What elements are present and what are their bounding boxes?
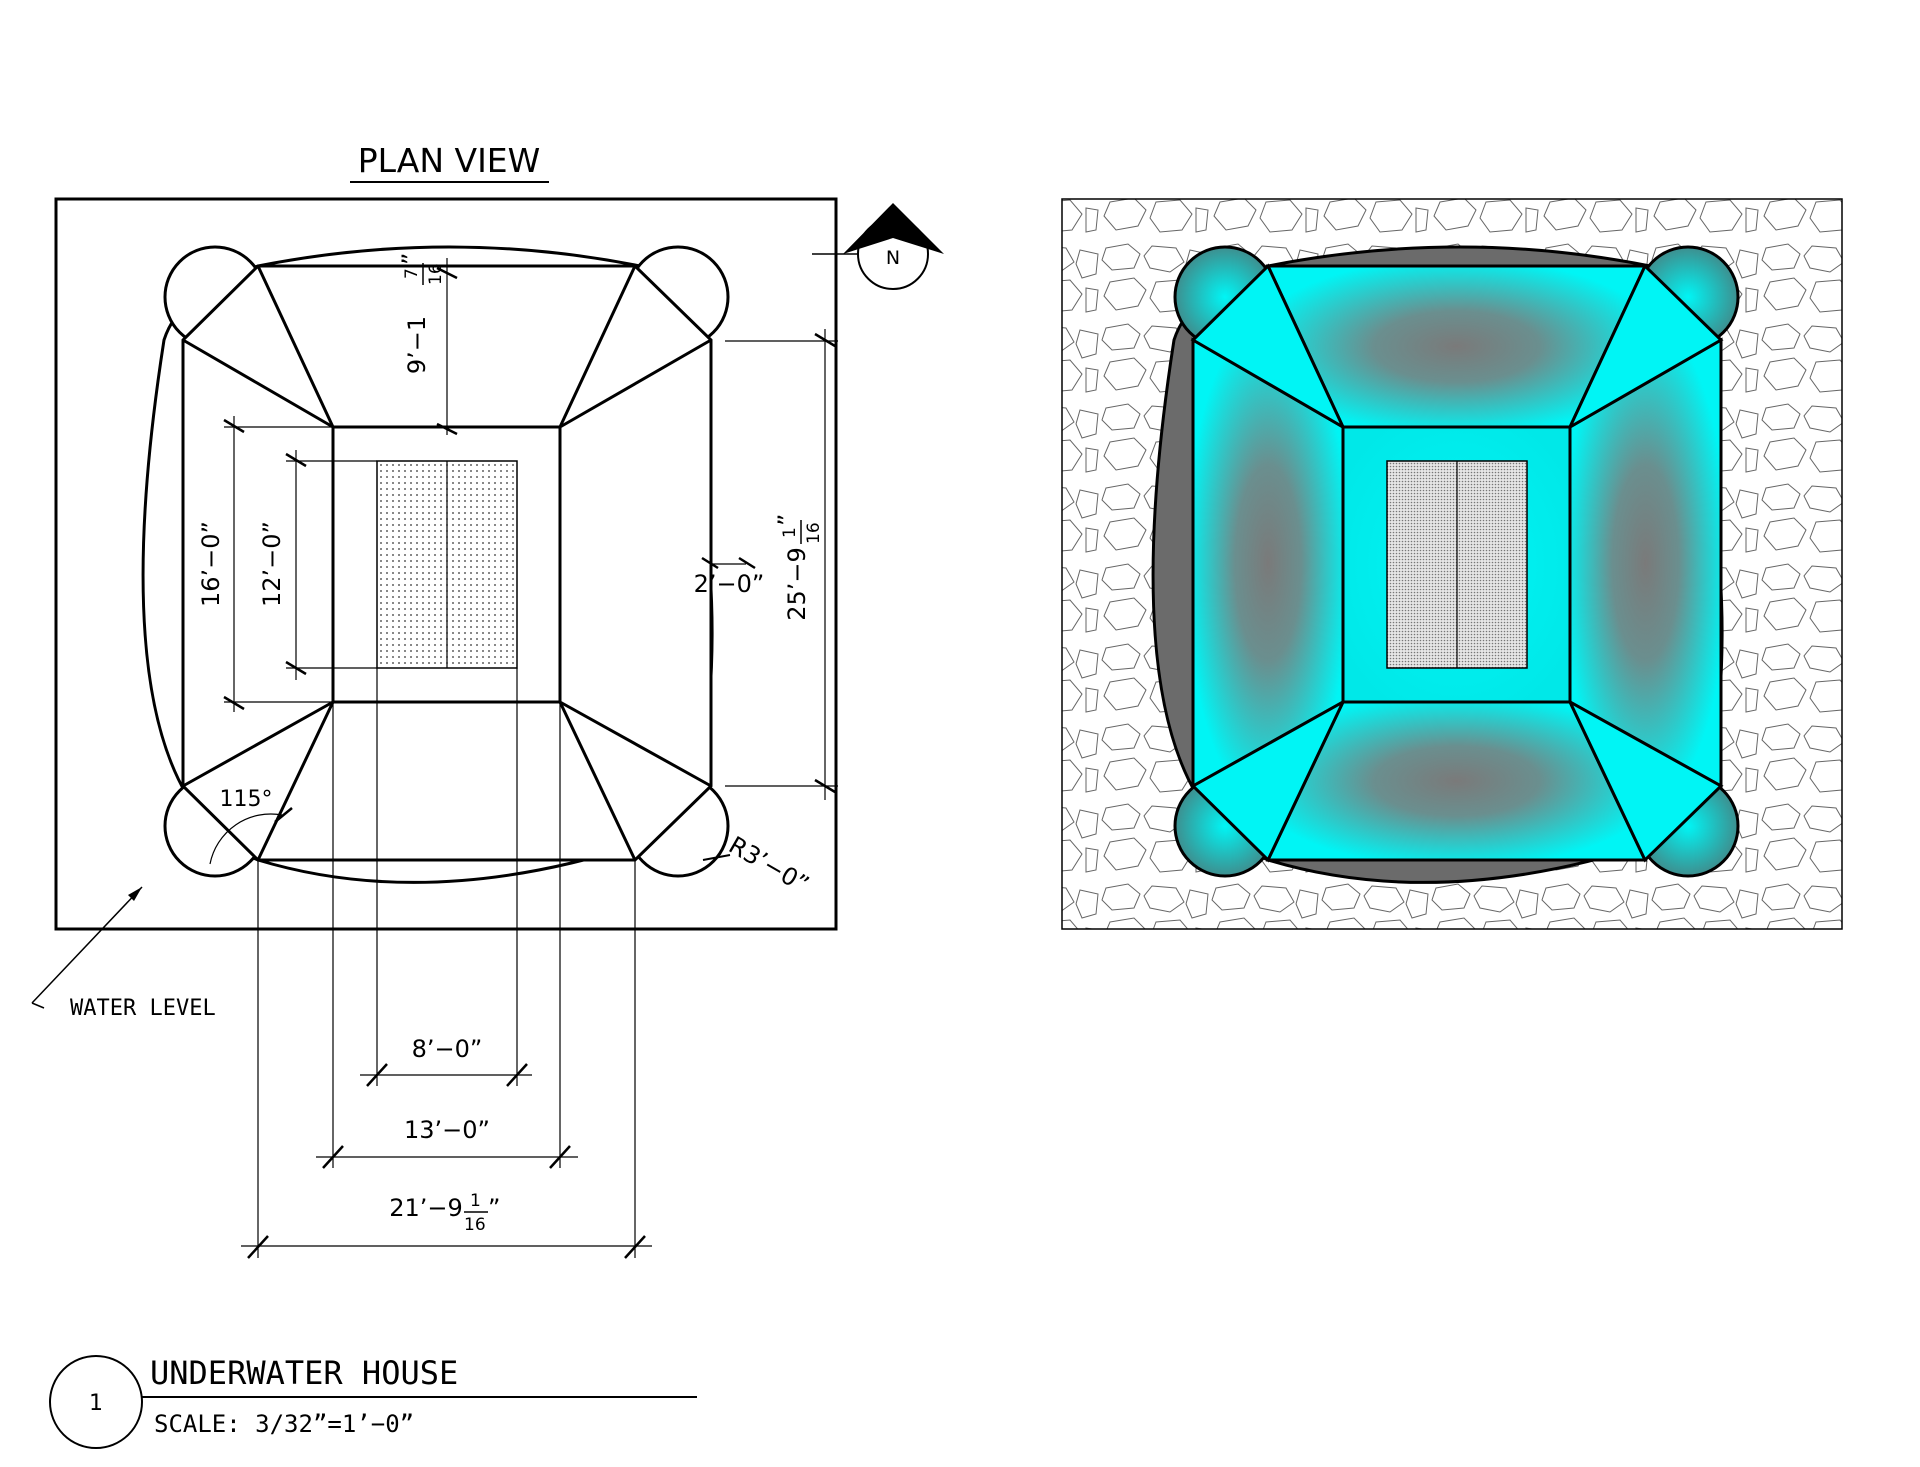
panel-line-se [558,701,637,861]
north-arrowhead [843,203,944,254]
plan-view: PLAN VIEW N [31,141,944,1259]
dim-bottom-outer: 21’−9 1 16 ” [389,1191,500,1235]
dim-bottom-mid: 13’−0” [404,1116,490,1144]
render-panel-ne [1566,263,1724,431]
rendered-plan [1061,198,1843,930]
panel-line-ne [558,265,637,428]
render-panel-se [1566,698,1724,863]
dome-outline [141,245,714,884]
plan-title: PLAN VIEW [358,141,541,180]
dim-left-outer: 16’−0” [197,521,225,607]
panel-line-w1 [182,338,334,429]
svg-text:16: 16 [426,263,446,285]
detail-bubble [49,1355,143,1449]
svg-text:21’−9: 21’−9 [389,1194,463,1222]
north-label: N [886,247,900,269]
drawing-scale: SCALE: 3/32”=1’−0” [154,1410,414,1438]
water-level-callout: WATER LEVEL [31,886,216,1021]
north-arrow: N [812,203,944,290]
panel-line-e2 [559,700,712,788]
detail-number: 1 [89,1391,103,1416]
dim-bottom-inner: 8’−0” [412,1035,483,1063]
dim-top-depth: 9’−1 7 16 ” [397,253,446,375]
drawing-name: UNDERWATER HOUSE [150,1354,458,1392]
dim-left-inner: 12’−0” [258,521,286,607]
dim-radius: R3’−0” [724,831,814,899]
render-panel-sw [1190,698,1347,863]
svg-text:1: 1 [780,527,800,538]
svg-text:16: 16 [804,522,824,544]
site-boundary [54,197,838,931]
svg-text:”: ” [397,253,425,265]
panel-line-e1 [559,338,712,429]
svg-text:7: 7 [402,268,422,279]
svg-text:25’−9: 25’−9 [783,547,811,621]
dimension-lines [209,258,838,1259]
svg-text:”: ” [773,514,801,526]
panel-line-nw [256,265,335,428]
dim-right-small: 2’−0” [694,570,765,598]
svg-text:”: ” [488,1194,500,1222]
svg-text:1: 1 [470,1191,481,1211]
dim-overall-height: 25’−9 1 16 ” [773,514,824,621]
svg-text:16: 16 [464,1215,486,1235]
render-panel-nw [1190,263,1347,431]
panel-line-sw [256,701,335,861]
svg-text:9’−1: 9’−1 [403,316,431,374]
dim-angle: 115° [220,787,273,812]
title-block: 1 UNDERWATER HOUSE SCALE: 3/32”=1’−0” [49,1354,697,1449]
panel-line-w2 [182,700,334,788]
water-level-label: WATER LEVEL [70,996,216,1021]
